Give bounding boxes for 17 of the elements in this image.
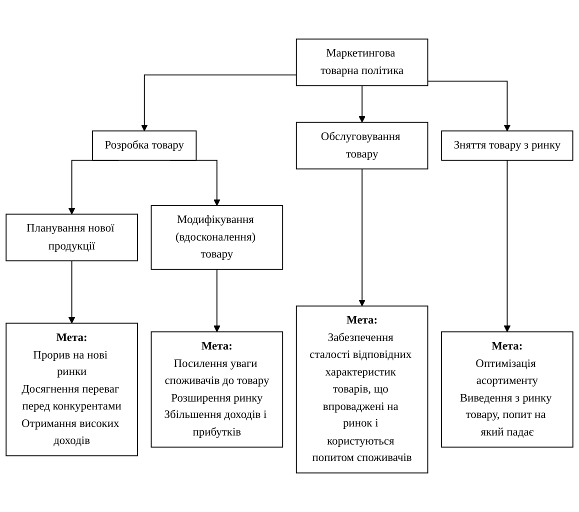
arrow <box>504 160 511 332</box>
node-box: Мета: Прорив на нові ринки Досягнення переваг перед конкурентами Отримання високих доходів <box>6 322 138 456</box>
node-box: Модифікування (вдосконалення) товару <box>150 205 284 270</box>
arrow <box>427 80 511 132</box>
arrow <box>358 85 366 123</box>
node-box: Планування нової продукції <box>6 214 138 262</box>
arrow <box>214 268 220 332</box>
arrow <box>358 168 366 306</box>
node-box: Мета: Посилення уваги споживачів до товару Розширення ринку Збільшення доходів і прибутків <box>150 331 284 448</box>
node-box: Зняття товару з ринку <box>441 130 574 161</box>
node-box: Мета: Забезпечення сталості відповідних характеристик товарів, що впроваджені на ринок і користуються попитом споживачів <box>296 306 428 474</box>
arrow <box>141 74 297 132</box>
arrow <box>68 260 76 324</box>
node-box: Розробка товару <box>92 130 197 161</box>
node-box: Мета: Оптимізація асортименту Виведення з ринку товару, попит на який падає <box>441 331 574 448</box>
node-box: Обслуговування товару <box>296 122 428 170</box>
node-box: Маркетингова товарна політика <box>296 38 428 86</box>
